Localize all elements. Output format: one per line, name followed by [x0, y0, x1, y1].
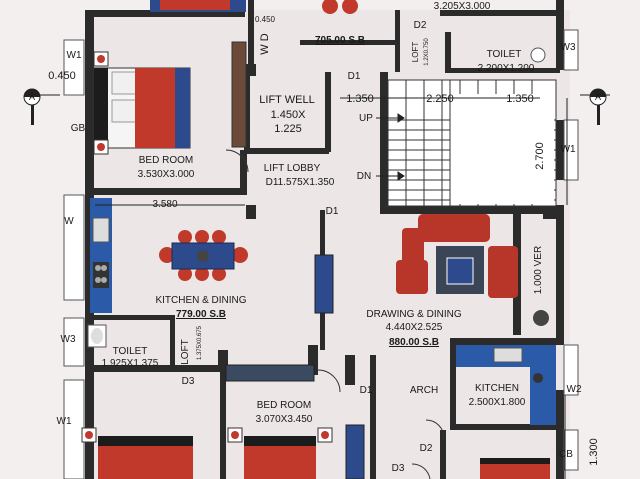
sofa-set — [396, 214, 518, 298]
stair-arrows — [376, 113, 405, 181]
label-lift-well: LIFT WELL — [259, 94, 314, 106]
label-wd-dim: 0.450 — [255, 15, 276, 24]
label-bedroom-bottom-dim: 3.070X3.450 — [256, 414, 313, 425]
label-stair-dim-3: 1.350 — [506, 93, 534, 105]
label-kitchen-dim: 2.500X1.800 — [469, 397, 526, 408]
label-toilet-top: TOILET — [487, 49, 522, 60]
bed-bedroom-top — [93, 51, 191, 155]
label-kitchen-dining-area: 779.00 S.B — [176, 309, 226, 320]
label-d1-mid: D1 — [326, 206, 339, 217]
label-w1-top-left: W1 — [67, 50, 82, 61]
wardrobe-bottom — [345, 424, 365, 479]
label-toilet-top-dim: 2.200X1.200 — [478, 63, 535, 74]
label-loft-top: LOFT — [411, 42, 420, 63]
label-kitchen-dining: KITCHEN & DINING — [155, 295, 246, 306]
label-cb: CB — [559, 449, 573, 460]
toilet-fixtures-left — [87, 324, 107, 348]
beds-bottom — [81, 427, 550, 479]
dimension-lines — [30, 94, 610, 479]
label-section-a-right: A — [595, 92, 601, 102]
label-section-a-left: A — [29, 92, 35, 102]
label-top-area: 705.00 S.B — [315, 35, 365, 46]
label-stair-dim-1: 1.350 — [346, 93, 374, 105]
section-markers — [23, 88, 607, 125]
label-d2-top: D2 — [414, 20, 427, 31]
label-d2-bottom: D2 — [420, 443, 433, 454]
label-w3-top: W3 — [561, 42, 576, 53]
label-ver: 1.000 VER — [533, 246, 544, 294]
label-up: UP — [359, 113, 373, 124]
label-arch: ARCH — [410, 385, 438, 396]
label-lift-lobby-dim: D11.575X1.350 — [266, 177, 335, 188]
label-toilet-left: TOILET — [113, 346, 148, 357]
label-lift-well-dim2: 1.225 — [274, 123, 302, 135]
bed-top-partial — [150, 0, 246, 12]
label-d3-left: D3 — [182, 376, 195, 387]
label-w1-bottom-left: W1 — [57, 416, 72, 427]
label-w1-right: W1 — [561, 144, 576, 155]
label-loft-top-dim: 1.2X0.750 — [424, 38, 430, 66]
kitchen-counter-left — [90, 198, 112, 313]
label-lift-lobby: LIFT LOBBY — [264, 163, 321, 174]
kitchen-counter-right — [456, 345, 556, 425]
label-toilet-left-dim: 1.925X1.375 — [102, 358, 159, 369]
door-swings — [225, 149, 445, 479]
label-kitchen: KITCHEN — [475, 383, 519, 394]
label-bedroom-bottom: BED ROOM — [257, 400, 311, 411]
label-drawing-dining-dim: 4.440X2.525 — [386, 322, 443, 333]
label-dim-0450: 0.450 — [48, 70, 76, 82]
label-drawing-dining: DRAWING & DINING — [366, 309, 461, 320]
label-top-dim: 3.205X3.000 — [434, 1, 491, 12]
label-dim-1300: 1.300 — [588, 438, 600, 466]
potted-plant — [533, 310, 549, 326]
toilet-fixture-top — [530, 47, 546, 63]
label-lift-well-dim1: 1.450X — [271, 109, 307, 121]
label-d1-bottom: D1 — [360, 385, 373, 396]
label-dn: DN — [357, 171, 371, 182]
label-bedroom-top-dim: 3.530X3.000 — [138, 169, 195, 180]
side-cabinet — [314, 254, 334, 314]
label-dim-2700: 2.700 — [534, 142, 546, 170]
label-bedroom-top: BED ROOM — [139, 155, 193, 166]
label-drawing-dining-area: 880.00 S.B — [389, 337, 439, 348]
label-d1-stair: D1 — [348, 71, 361, 82]
staircase — [387, 79, 557, 207]
windows — [63, 29, 579, 479]
label-loft-left-dim: 1.375X0.675 — [197, 325, 203, 360]
tv-unit-bottom — [225, 364, 315, 382]
label-d3-bottom: D3 — [392, 463, 405, 474]
wardrobe-top — [231, 41, 247, 148]
label-wd: W D — [259, 33, 271, 54]
label-loft-left: LOFT — [180, 339, 191, 365]
label-gb: GB — [71, 123, 86, 134]
dining-chairs-top-partial — [322, 0, 358, 14]
label-w-left: W — [64, 216, 74, 227]
label-w2: W2 — [567, 384, 582, 395]
label-stair-dim-2: 2.250 — [426, 93, 454, 105]
label-dim-3580: 3.580 — [152, 199, 177, 210]
dining-table-left — [159, 230, 248, 281]
label-w3-left: W3 — [61, 334, 76, 345]
